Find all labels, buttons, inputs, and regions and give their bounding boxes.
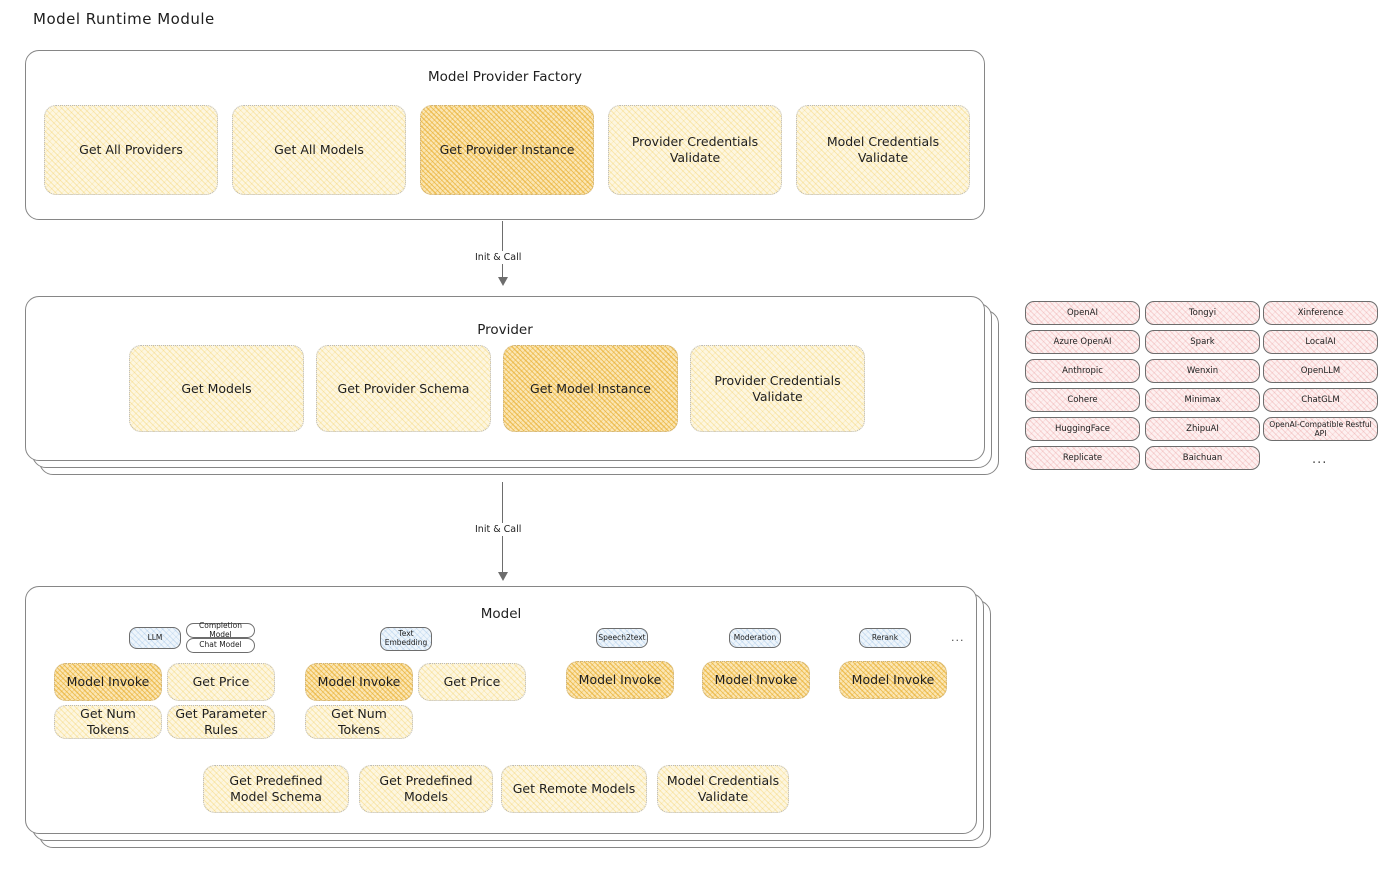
model-title: Model <box>480 606 522 622</box>
connector-2-arrowhead <box>498 572 508 581</box>
model-method-text-embedding-model-invoke[interactable]: Model Invoke <box>305 663 413 701</box>
provider-list-more-ellipsis: ... <box>1312 452 1328 467</box>
model-method-llm-model-invoke[interactable]: Model Invoke <box>54 663 162 701</box>
page-title: Model Runtime Module <box>33 10 215 28</box>
factory-node-get-all-models[interactable]: Get All Models <box>232 105 406 195</box>
model-shared-model-credentials-validate[interactable]: Model Credentials Validate <box>657 765 789 813</box>
model-types-more-ellipsis: ... <box>951 631 965 644</box>
model-method-llm-get-num-tokens[interactable]: Get Num Tokens <box>54 705 162 739</box>
provider-chip-openai-compatible-restful-api[interactable]: OpenAI-Compatible Restful API <box>1263 417 1378 441</box>
provider-node-get-provider-schema[interactable]: Get Provider Schema <box>316 345 491 432</box>
factory-node-get-provider-instance[interactable]: Get Provider Instance <box>420 105 594 195</box>
model-method-speech2text-model-invoke[interactable]: Model Invoke <box>566 661 674 699</box>
model-method-moderation-model-invoke[interactable]: Model Invoke <box>702 661 810 699</box>
model-shared-get-predefined-models[interactable]: Get Predefined Models <box>359 765 493 813</box>
model-method-text-embedding-get-price[interactable]: Get Price <box>418 663 526 701</box>
provider-chip-cohere[interactable]: Cohere <box>1025 388 1140 412</box>
factory-node-model-credentials-validate[interactable]: Model Credentials Validate <box>796 105 970 195</box>
model-shared-get-predefined-model-schema[interactable]: Get Predefined Model Schema <box>203 765 349 813</box>
provider-chip-replicate[interactable]: Replicate <box>1025 446 1140 470</box>
provider-chip-localai[interactable]: LocalAI <box>1263 330 1378 354</box>
model-method-rerank-model-invoke[interactable]: Model Invoke <box>839 661 947 699</box>
model-type-badge-rerank[interactable]: Rerank <box>859 628 911 648</box>
provider-chip-anthropic[interactable]: Anthropic <box>1025 359 1140 383</box>
provider-chip-openai[interactable]: OpenAI <box>1025 301 1140 325</box>
provider-chip-tongyi[interactable]: Tongyi <box>1145 301 1260 325</box>
model-method-llm-get-parameter-rules[interactable]: Get Parameter Rules <box>167 705 275 739</box>
provider-chip-minimax[interactable]: Minimax <box>1145 388 1260 412</box>
factory-node-provider-credentials-validate[interactable]: Provider Credentials Validate <box>608 105 782 195</box>
model-method-llm-get-price[interactable]: Get Price <box>167 663 275 701</box>
provider-chip-wenxin[interactable]: Wenxin <box>1145 359 1260 383</box>
connector-2-label: Init & Call <box>471 523 526 536</box>
model-type-badge-speech2text[interactable]: Speech2text <box>596 628 648 648</box>
provider-chip-azure-openai[interactable]: Azure OpenAI <box>1025 330 1140 354</box>
model-method-text-embedding-get-num-tokens[interactable]: Get Num Tokens <box>305 705 413 739</box>
model-type-badge-llm[interactable]: LLM <box>129 627 181 649</box>
provider-chip-spark[interactable]: Spark <box>1145 330 1260 354</box>
connector-1-arrowhead <box>498 277 508 286</box>
provider-node-get-models[interactable]: Get Models <box>129 345 304 432</box>
model-subbadge-completion-model[interactable]: Completion Model <box>186 621 255 638</box>
provider-node-provider-credentials-validate[interactable]: Provider Credentials Validate <box>690 345 865 432</box>
provider-chip-openllm[interactable]: OpenLLM <box>1263 359 1378 383</box>
model-subbadge-chat-model[interactable]: Chat Model <box>186 638 255 653</box>
provider-chip-xinference[interactable]: Xinference <box>1263 301 1378 325</box>
provider-chip-baichuan[interactable]: Baichuan <box>1145 446 1260 470</box>
model-type-badge-text-embedding[interactable]: Text Embedding <box>380 627 432 651</box>
provider-chip-chatglm[interactable]: ChatGLM <box>1263 388 1378 412</box>
provider-title: Provider <box>477 322 533 338</box>
factory-node-get-all-providers[interactable]: Get All Providers <box>44 105 218 195</box>
provider-chip-huggingface[interactable]: HuggingFace <box>1025 417 1140 441</box>
model-provider-factory-title: Model Provider Factory <box>427 69 582 85</box>
connector-1-label: Init & Call <box>471 251 526 264</box>
provider-node-get-model-instance[interactable]: Get Model Instance <box>503 345 678 432</box>
model-type-badge-moderation[interactable]: Moderation <box>729 628 781 648</box>
provider-chip-zhipuai[interactable]: ZhipuAI <box>1145 417 1260 441</box>
model-shared-get-remote-models[interactable]: Get Remote Models <box>501 765 647 813</box>
